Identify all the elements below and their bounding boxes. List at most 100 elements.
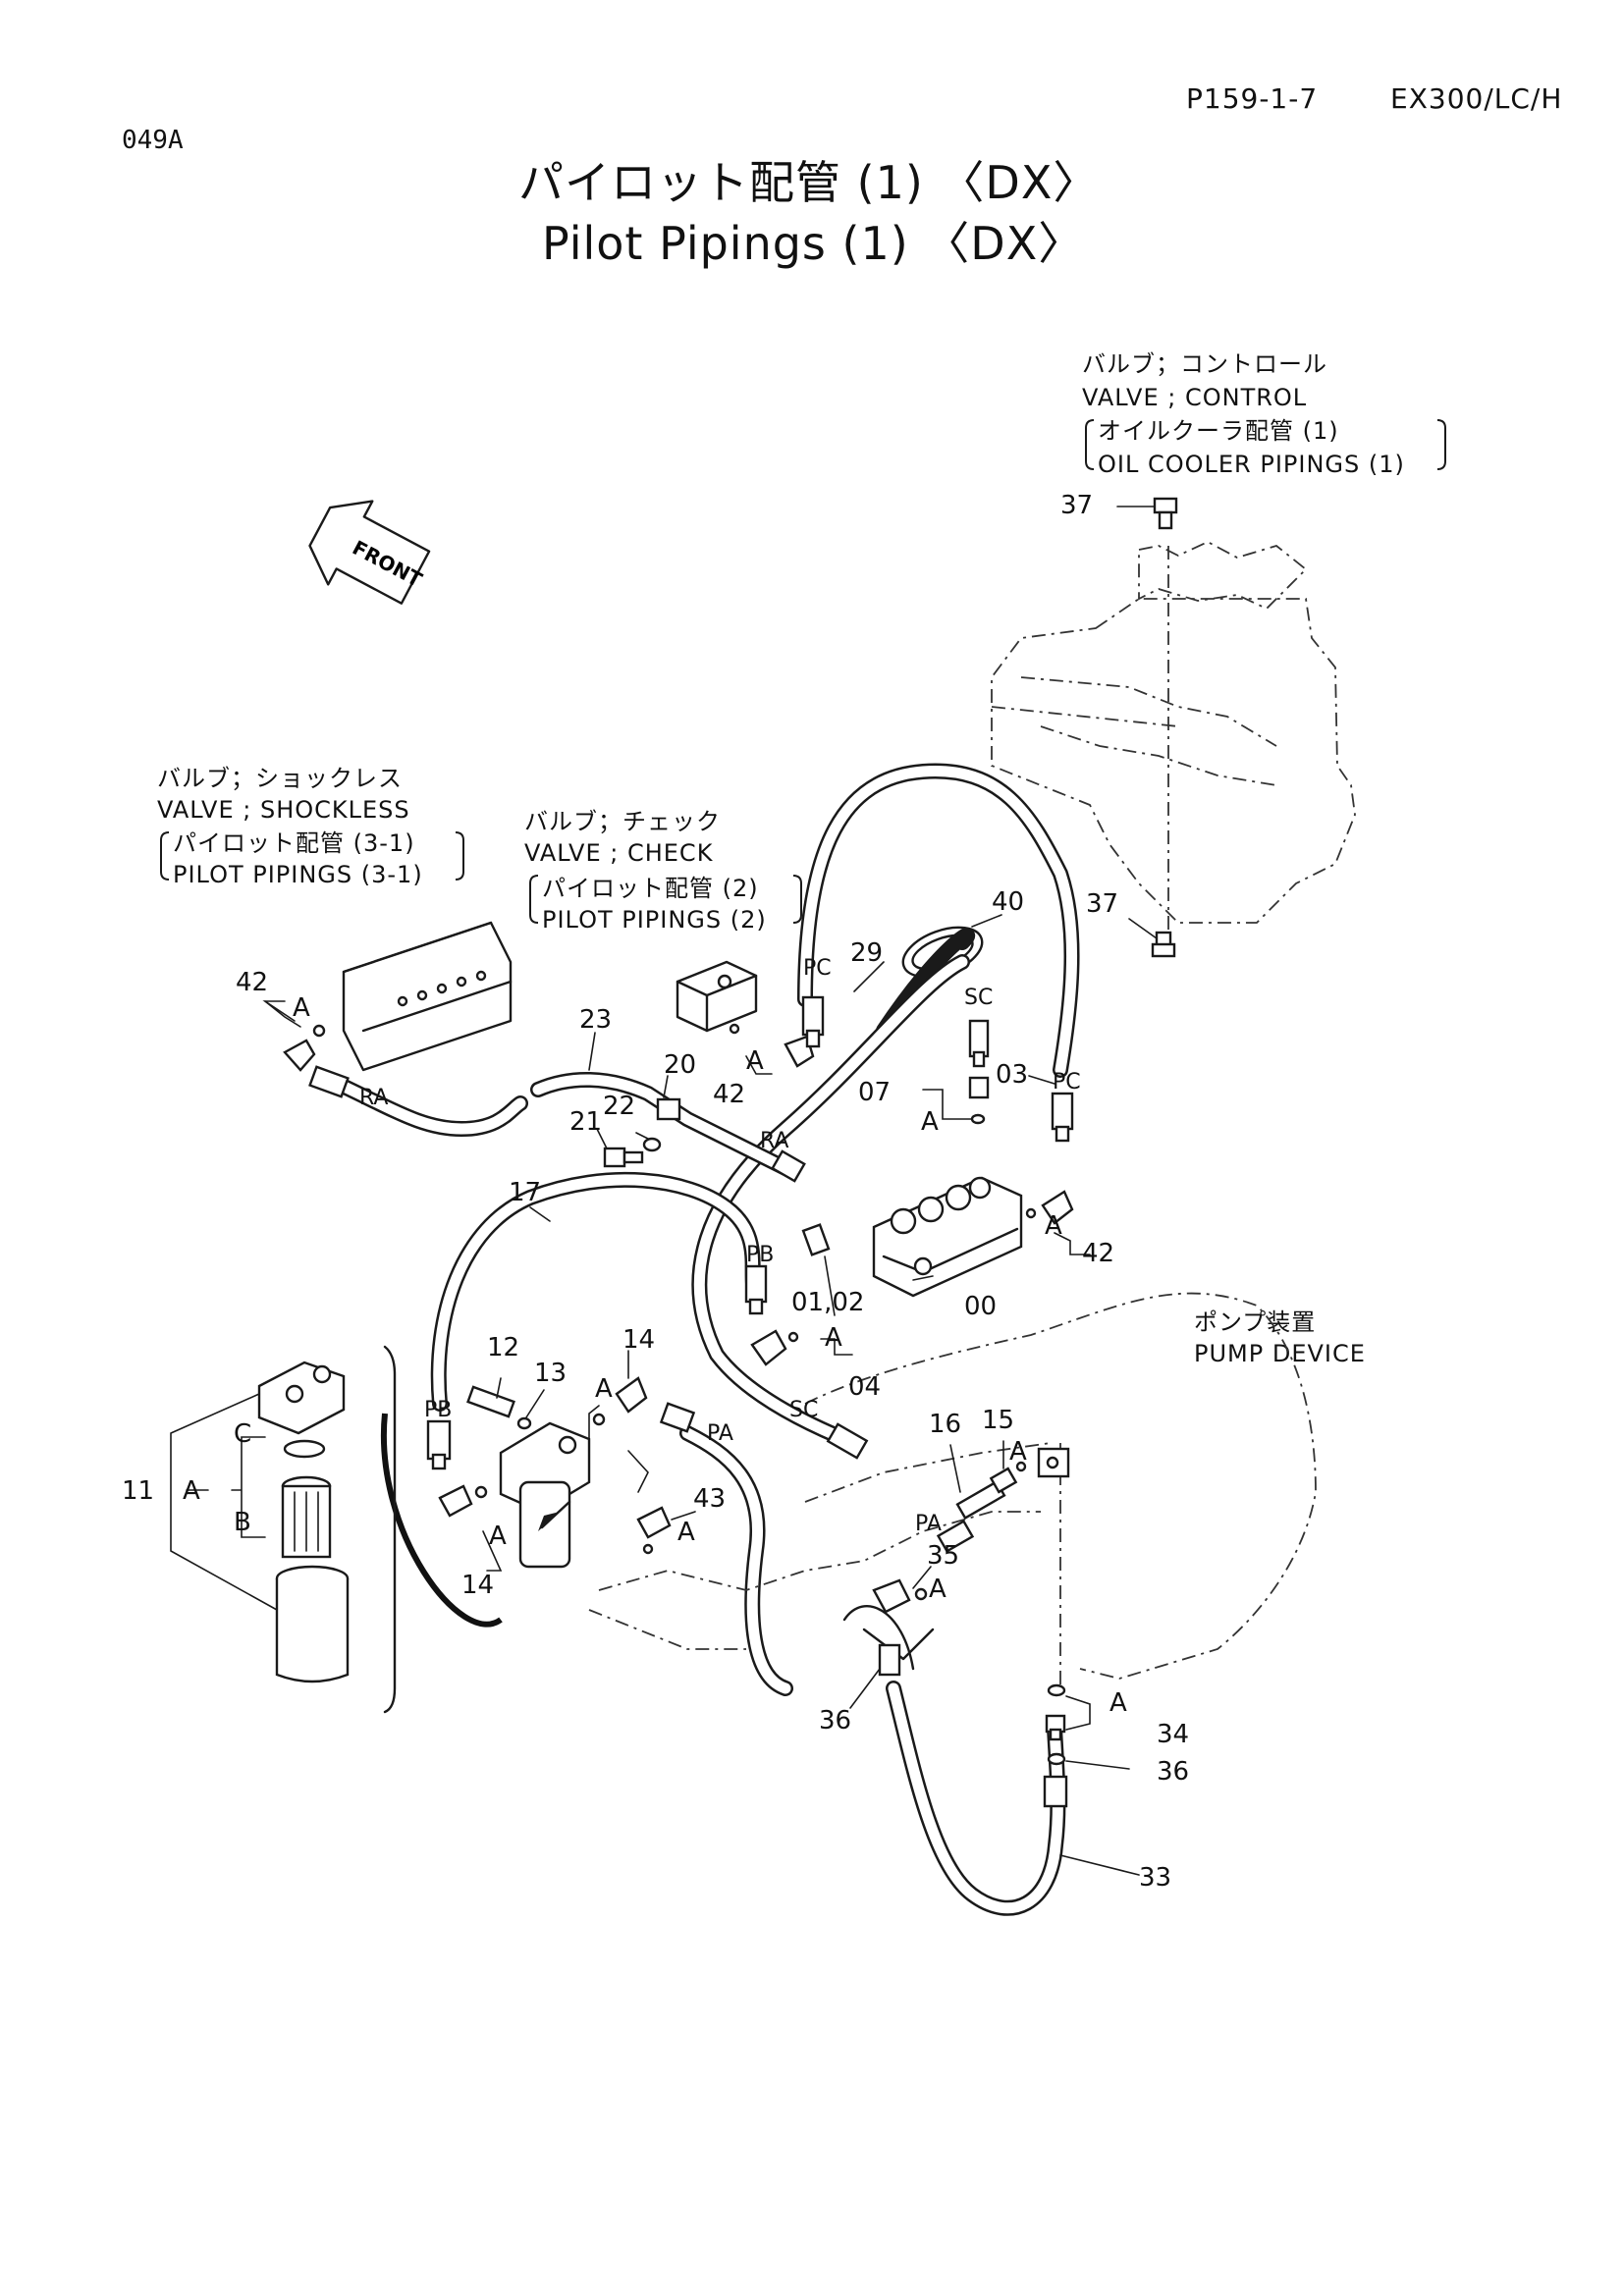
washer-22 [642, 1137, 662, 1152]
fitting-36-left [878, 1643, 901, 1677]
fitting-pc-left [801, 995, 825, 1048]
bracket-right-control [1436, 419, 1446, 470]
bracket-left-shockless [160, 831, 170, 881]
note-shockless-valve-en: VALVE ; SHOCKLESS [157, 796, 410, 824]
callout-36-left: 36 [819, 1706, 852, 1735]
bracket-right-check [792, 875, 802, 924]
port-label-sc-top: SC [964, 986, 994, 1010]
callout-34: 34 [1157, 1720, 1190, 1749]
elbow-fitting-43 [636, 1506, 672, 1555]
callout-43: 43 [693, 1484, 727, 1514]
filter-11-leaders [170, 1393, 278, 1611]
ref-letter-a: A [929, 1575, 947, 1604]
page-ref: P159-1-7 [1186, 82, 1319, 115]
callout-16: 16 [929, 1410, 962, 1439]
fitting-pa-upper [659, 1402, 696, 1433]
callout-20: 20 [664, 1050, 697, 1080]
note-control-valve-ref-jp: オイルクーラ配管 (1) [1098, 417, 1339, 445]
filter-11-head [257, 1361, 346, 1435]
callout-14-upper: 14 [622, 1325, 656, 1355]
ref-letter-a: A [1009, 1437, 1027, 1467]
callout-33: 33 [1139, 1863, 1172, 1893]
callout-04: 04 [848, 1372, 882, 1402]
ref-letter-a: A [825, 1323, 842, 1353]
callout-14-lower: 14 [461, 1571, 495, 1600]
bolt-21 [603, 1147, 644, 1168]
title-jp: パイロット配管 (1) 〈DX〉 [518, 156, 1100, 209]
callout-42-right: 42 [1082, 1239, 1115, 1268]
bolt-01-02 [801, 1223, 831, 1256]
bracket-left-control [1085, 419, 1095, 470]
callout-13: 13 [534, 1359, 568, 1388]
ref-letter-a: A [595, 1374, 613, 1404]
callout-00: 00 [964, 1292, 998, 1321]
fitting-33-end [1043, 1775, 1068, 1808]
fitting-ra-right [771, 1149, 806, 1183]
bolt-37-top [1116, 497, 1178, 530]
fitting-07 [968, 1076, 990, 1125]
ref-letter-a: A [1109, 1688, 1127, 1718]
oring-36-right [1047, 1683, 1066, 1766]
callout-40: 40 [992, 887, 1025, 917]
clamp-20 [656, 1097, 681, 1121]
callout-36-right: 36 [1157, 1757, 1190, 1787]
fitting-ra-left [308, 1065, 350, 1098]
callout-03: 03 [996, 1060, 1029, 1090]
fitting-pa-lower [936, 1520, 975, 1553]
ref-letter-c: C [234, 1419, 252, 1449]
fitting-15 [989, 1461, 1027, 1494]
filter-group-bracket [383, 1345, 397, 1714]
ref-letter-b: B [234, 1508, 251, 1537]
washer-13 [516, 1416, 532, 1430]
port-label-pb-lower: PB [424, 1398, 453, 1422]
check-valve-block [676, 960, 815, 1068]
elbow-fitting-42-right [1025, 1190, 1074, 1225]
note-shockless-valve-jp: バルブ；ショックレス [157, 765, 403, 792]
port-label-pa-upper: PA [707, 1421, 733, 1446]
fitting-pb-upper [744, 1264, 768, 1315]
filter-11-element [281, 1475, 332, 1559]
callout-29: 29 [850, 938, 884, 968]
callout-42-center: 42 [713, 1080, 746, 1109]
callout-35: 35 [927, 1541, 960, 1571]
filter-11-case [275, 1565, 350, 1683]
note-pump-device-en: PUMP DEVICE [1194, 1340, 1366, 1367]
note-check-valve-ref-en: PILOT PIPINGS (2) [542, 906, 767, 934]
line-filter [499, 1421, 591, 1569]
fitting-sc-lower [826, 1422, 869, 1460]
ref-letter-a: A [1045, 1211, 1062, 1241]
callout-42-left: 42 [236, 968, 269, 997]
model-code: EX300/LC/H [1390, 82, 1563, 115]
bolt-12 [466, 1385, 515, 1418]
control-valve-block [991, 540, 1356, 933]
elbow-fitting-04 [750, 1329, 799, 1366]
callout-15: 15 [982, 1406, 1015, 1435]
note-check-valve-ref-jp: パイロット配管 (2) [542, 875, 759, 902]
note-control-valve-en: VALVE ; CONTROL [1082, 384, 1308, 411]
note-control-valve-ref-en: OIL COOLER PIPINGS (1) [1098, 451, 1405, 478]
callout-07: 07 [858, 1078, 892, 1107]
note-pump-device-jp: ポンプ装置 [1194, 1308, 1317, 1336]
bracket-left-check [529, 875, 539, 924]
ref-letter-a: A [183, 1476, 200, 1506]
fitting-sc-top [968, 1019, 990, 1068]
port-label-pc-right: PC [1053, 1070, 1081, 1095]
port-label-ra-right: RA [760, 1129, 789, 1153]
fitting-pb-lower [426, 1419, 452, 1470]
pilot-valve-00 [872, 1176, 1023, 1298]
note-control-valve-jp: バルブ；コントロール [1082, 350, 1327, 378]
note-shockless-valve-ref-en: PILOT PIPINGS (3-1) [173, 861, 423, 888]
port-label-ra-left: RA [359, 1086, 389, 1110]
callout-12: 12 [487, 1333, 520, 1362]
callout-11: 11 [122, 1476, 155, 1506]
port-label-pa-lower: PA [915, 1512, 942, 1536]
fitting-pc-right [1051, 1092, 1074, 1143]
elbow-fitting-14-lower [438, 1484, 488, 1518]
front-arrow-icon: FRONT [308, 500, 431, 605]
elbow-fitting-35 [872, 1578, 928, 1614]
bracket-right-shockless [455, 831, 464, 881]
ref-letter-a: A [293, 993, 310, 1023]
callout-23: 23 [579, 1005, 613, 1035]
callout-22: 22 [603, 1092, 636, 1121]
